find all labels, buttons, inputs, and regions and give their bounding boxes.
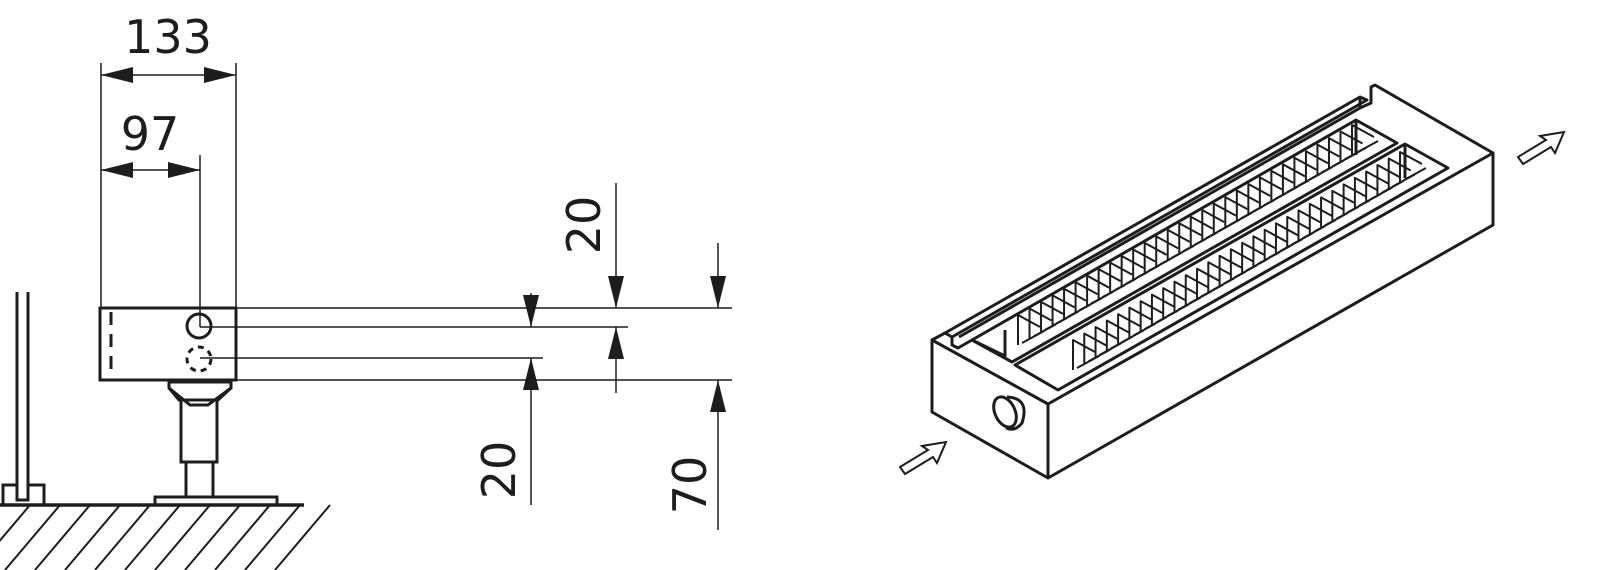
pipe-connection-bottom-hidden [185, 345, 213, 373]
dimension-label-133: 133 [124, 10, 212, 64]
fin [1351, 124, 1379, 155]
floor-hatching [0, 504, 331, 570]
hatch-line [244, 504, 301, 570]
fin-array [1017, 124, 1427, 370]
fin-channel-2 [1013, 142, 1450, 392]
dimension-label-97: 97 [121, 107, 180, 161]
dimension-label-20-top: 20 [557, 196, 611, 255]
dimension-label-20-bottom: 20 [472, 441, 526, 500]
hatch-line [94, 504, 151, 570]
fin [1399, 151, 1427, 182]
fin-channel-1 [971, 118, 1399, 364]
pipe-stub [992, 395, 1018, 429]
arrowheads [710, 276, 726, 412]
hatch-line [34, 504, 91, 570]
side-view [0, 63, 732, 570]
box-side-face [1047, 151, 1495, 480]
pipe-connection-top [185, 312, 213, 340]
wall-bracket [1, 483, 46, 505]
top-rail [944, 95, 1369, 339]
hatch-line [184, 504, 241, 570]
hatch-line [274, 504, 331, 570]
arrowheads [523, 295, 539, 390]
hatch-line [124, 504, 181, 570]
arrowheads [101, 162, 200, 178]
foot-stem [184, 460, 215, 499]
dimension-label-70: 70 [663, 456, 717, 515]
radiator-body [98, 306, 238, 382]
box-top-back [1359, 83, 1494, 155]
arrowheads [101, 67, 236, 83]
box-end-face [930, 338, 1050, 480]
hatch-line [4, 504, 61, 570]
hatch-line [214, 504, 271, 570]
hatch-line [64, 504, 121, 570]
outflow-arrow-icon [1516, 130, 1566, 166]
hatch-line [154, 504, 211, 570]
foot-column [179, 398, 219, 464]
hatch-line [0, 504, 31, 543]
isometric-view [930, 83, 1495, 480]
arrowheads [608, 276, 624, 359]
inflow-arrow-icon [898, 440, 948, 476]
